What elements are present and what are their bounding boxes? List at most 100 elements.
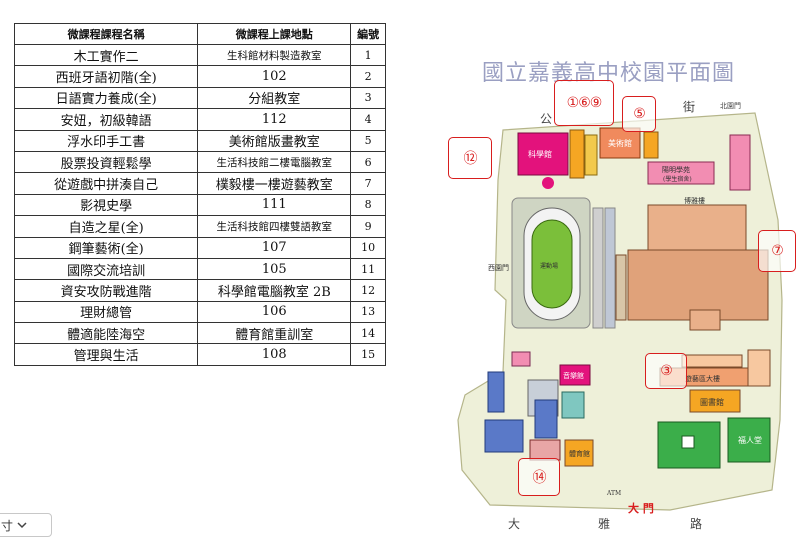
course-number-cell: 7 [350,172,386,195]
course-name-cell: 體適能陸海空 [13,322,199,345]
course-name-cell: 自造之星(全) [13,215,199,238]
course-location-cell: 科學館電腦教室 2B [197,279,352,302]
table-header-row: 微課程課程名稱 微課程上課地點 編號 [13,23,386,45]
course-location-cell: 111 [197,193,352,217]
dorm-building [484,419,524,453]
course-location-cell: 102 [197,65,352,88]
course-number-cell: 3 [350,86,386,110]
course-location-cell: 體育館重訓室 [197,322,352,345]
playing-field [531,219,573,309]
gym-building [564,439,594,467]
campus-map-drawing: 國立嘉義高中校園平面圖 公 街 北園門 大 雅 路 科學館 美術館 陽明學苑 (… [457,61,783,531]
atm-label: ATM [606,490,621,497]
stand-left [592,207,604,329]
course-name-cell: 理財總管 [13,300,199,324]
annotation-7: ⑦ [758,230,796,272]
fuye-hall-label: 福人堂 [738,435,762,445]
course-location-cell: 107 [197,236,352,259]
header-course-name: 微課程課程名稱 [13,23,199,45]
annotation-14: ⑭ [518,458,560,496]
course-name-cell: 從遊戲中拼湊自己 [13,172,199,195]
course-location-cell: 112 [197,108,352,131]
course-number-cell: 4 [350,108,386,131]
art-building [599,127,641,159]
music-building [559,364,591,386]
course-number-cell: 12 [350,279,386,302]
header-number: 編號 [350,23,386,45]
main-gate-label: 大 門 [628,501,654,515]
course-name-cell: 安妞，初級韓語 [13,108,199,131]
west-gate-label: 西園門 [488,264,509,272]
playing-field-label: 運動場 [540,262,558,270]
puyi-building [627,249,769,321]
course-location-cell: 生活科技館四樓雙語教室 [197,215,352,238]
annotation-5: ⑤ [622,96,656,132]
yangming-dorm [647,161,715,185]
size-dropdown-label: 寸 [1,518,14,533]
course-number-cell: 14 [350,322,386,345]
course-number-cell: 1 [350,43,386,67]
course-location-cell: 108 [197,343,352,366]
course-name-cell: 股票投資輕鬆學 [13,150,199,174]
annotation-12: ⑫ [448,137,492,179]
course-name-cell: 國際交流培訓 [13,257,199,281]
boya-building [647,204,747,251]
course-number-cell: 2 [350,65,386,88]
course-number-cell: 9 [350,215,386,238]
student-dorm [529,439,561,461]
street-bottom-3: 路 [690,516,702,531]
tech-building-annex [584,134,598,176]
course-location-cell: 105 [197,257,352,281]
course-name-cell: 日語實力養成(全) [13,86,199,110]
street-top-right: 街 [683,100,695,114]
fuye-hall [727,417,771,463]
course-number-cell: 5 [350,129,386,152]
hongyi-building [681,354,743,368]
campus-map: 國立嘉義高中校園平面圖 公 街 北園門 大 雅 路 科學館 美術館 陽明學苑 (… [400,0,800,550]
admin-building [615,254,627,321]
hongyi-east [747,349,771,387]
course-location-cell: 106 [197,300,352,324]
course-name-cell: 西班牙語初階(全) [13,65,199,88]
science-dome [542,177,554,189]
course-number-cell: 10 [350,236,386,259]
course-name-cell: 資安攻防戰進階 [13,279,199,302]
tech-building [569,129,585,179]
west-building-c [534,399,558,439]
chevron-down-icon [17,518,27,532]
west-building-a [487,371,505,413]
annotation-1-6-9: ①⑥⑨ [554,80,614,126]
west-building-d [561,391,585,419]
yangming-dorm-sub: (學生宿舍) [663,175,692,183]
annotation-3: ③ [645,353,687,389]
course-number-cell: 13 [350,300,386,324]
street-top-left: 公 [540,112,552,126]
course-location-cell: 分組教室 [197,86,352,110]
header-course-location: 微課程上課地點 [197,23,352,45]
course-number-cell: 11 [350,257,386,281]
art-building-label: 美術館 [608,138,632,148]
course-name-cell: 浮水印手工書 [13,129,199,152]
gym-label: 體育館 [569,449,590,458]
library-building [689,389,741,413]
size-dropdown[interactable]: 寸 [0,513,52,537]
course-name-cell: 影視史學 [13,193,199,217]
yangming-dorm-label: 陽明學苑 [662,165,690,174]
music-building-label: 音樂館 [563,371,584,380]
